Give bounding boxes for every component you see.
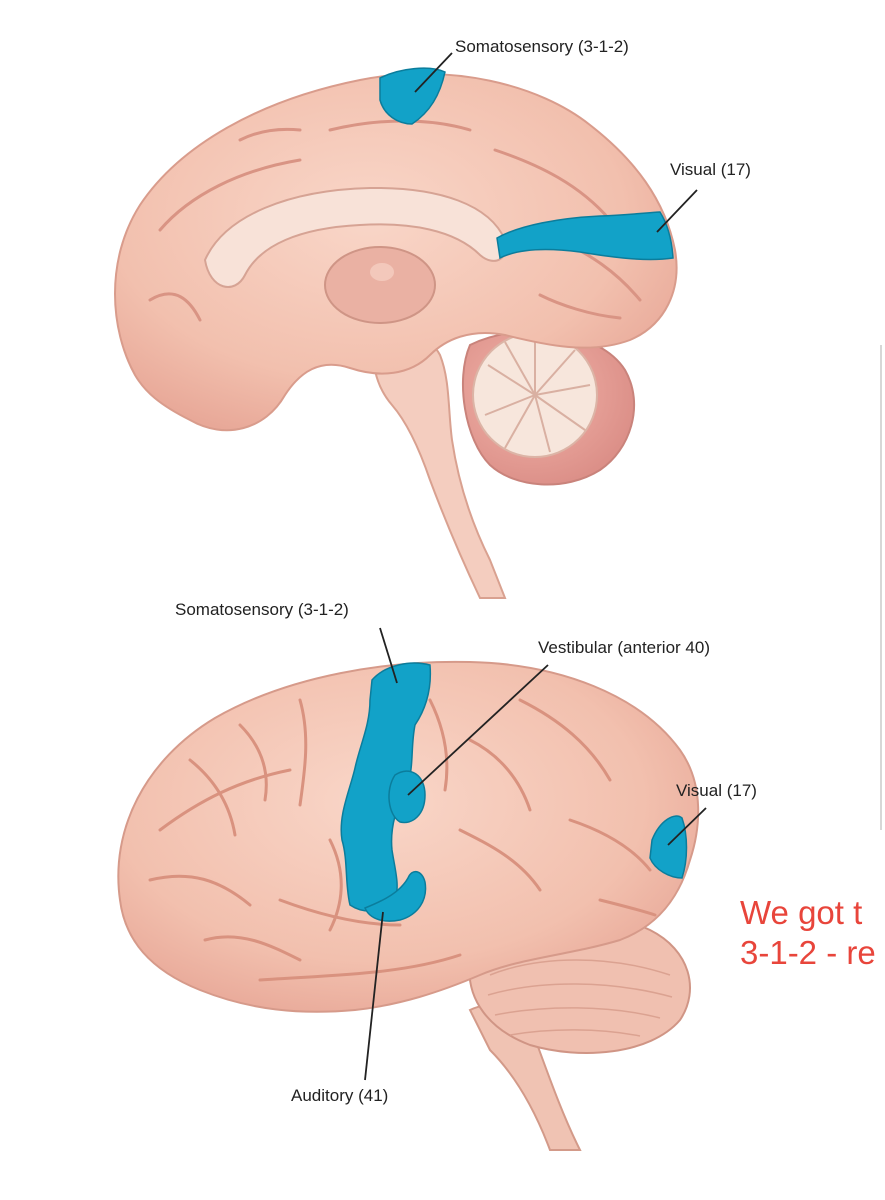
annotation-note-line-1: We got t — [740, 894, 863, 931]
label-medial-visual: Visual (17) — [670, 160, 751, 179]
lateral-auditory-region — [364, 870, 427, 922]
medial-brain-view — [114, 52, 698, 599]
lateral-auditory-leader — [364, 911, 384, 1081]
label-lateral-vestibular: Vestibular (anterior 40) — [538, 638, 710, 657]
lateral-somatosensory-leader — [379, 627, 398, 684]
lateral-brain-view — [117, 627, 707, 1151]
lateral-cerebellum-folia — [487, 959, 673, 1037]
annotation-note: We got t 3-1-2 - re — [740, 893, 885, 973]
lateral-somatosensory-region — [340, 662, 432, 912]
medial-interthalamic — [370, 263, 394, 281]
label-lateral-auditory: Auditory (41) — [291, 1086, 389, 1105]
medial-visual-region — [496, 211, 674, 261]
label-lateral-somatosensory: Somatosensory (3-1-2) — [175, 600, 349, 619]
medial-somatosensory-leader — [414, 52, 453, 93]
lateral-vestibular-leader — [407, 664, 549, 796]
medial-visual-leader — [656, 189, 698, 233]
medial-brainstem — [373, 334, 507, 599]
lateral-visual-leader — [667, 807, 707, 846]
medial-somatosensory-region — [379, 67, 446, 125]
arbor-vitae-branches — [484, 340, 591, 453]
medial-corpus-callosum — [203, 186, 507, 288]
annotation-note-line-2: 3-1-2 - re — [740, 934, 876, 971]
label-medial-somatosensory: Somatosensory (3-1-2) — [455, 37, 629, 56]
medial-thalamus — [324, 246, 436, 324]
label-lateral-visual: Visual (17) — [676, 781, 757, 800]
lateral-visual-region — [649, 815, 688, 879]
panel-divider — [880, 345, 882, 830]
lateral-cerebrum — [117, 660, 700, 1013]
lateral-sulci — [148, 698, 657, 982]
lateral-vestibular-region — [388, 770, 426, 824]
